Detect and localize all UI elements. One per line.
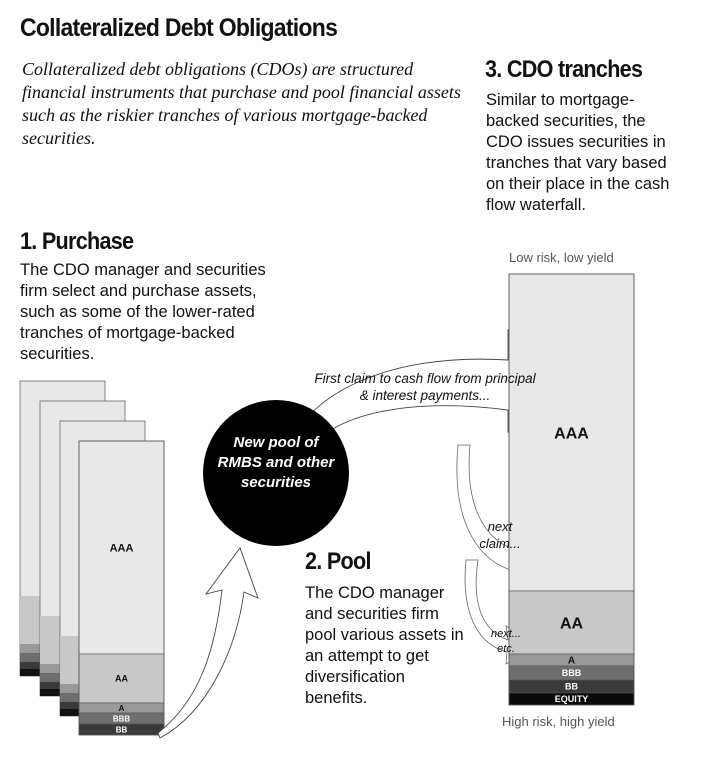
cdo-tranche-label-bb: BB: [565, 682, 578, 692]
cdo-tranche-label-a: A: [568, 656, 575, 667]
cdo-bar-outline: [508, 273, 635, 706]
rmbs-tranche-label-bb: BB: [116, 725, 128, 734]
cdo-tranche-label-bbb: BBB: [562, 668, 582, 678]
rmbs-tranche-label-a: A: [119, 704, 125, 713]
rmbs-tranche-label-aaa: AAA: [110, 542, 134, 554]
step2-text: The CDO manager and securities firm pool…: [305, 584, 464, 707]
step2-heading: 2. Pool: [305, 548, 372, 575]
rmbs-bar-outline: [78, 440, 165, 736]
rmbs-tranche-aa: [78, 653, 165, 704]
cdo-tranche-label-equity: EQUITY: [555, 694, 589, 704]
step3-text: Similar to mortgage-backed securities, t…: [486, 91, 670, 214]
high-risk-label: High risk, high yield: [502, 714, 615, 729]
pool-circle: [203, 400, 349, 546]
next-claim-label: next claim...: [479, 519, 521, 551]
rmbs-tranche-label-aa: AA: [115, 674, 128, 684]
cdo-tranche-label-aaa: AAA: [554, 425, 589, 442]
cdo-tranche-aa: [508, 590, 635, 655]
cdo-tranche-label-aa: AA: [560, 615, 584, 632]
low-risk-label: Low risk, low yield: [509, 250, 614, 265]
step1-text: The CDO manager and securities firm sele…: [20, 261, 266, 363]
rmbs-tranche-aaa: [78, 440, 165, 655]
cdo-tranche-aaa: [508, 273, 635, 592]
intro-text: Collateralized debt obligations (CDOs) a…: [22, 59, 461, 148]
rmbs-tranche-label-bbb: BBB: [113, 714, 131, 723]
step1-heading: 1. Purchase: [20, 228, 134, 255]
page-title: Collateralized Debt Obligations: [20, 14, 338, 42]
purchase-arrow: [157, 547, 259, 739]
first-claim-label: First claim to cash flow from principal …: [314, 371, 536, 403]
pool-circle-label: New pool of RMBS and other securities: [217, 434, 335, 491]
etc-label: next... etc.: [491, 628, 521, 655]
step3-heading: 3. CDO tranches: [485, 56, 643, 83]
